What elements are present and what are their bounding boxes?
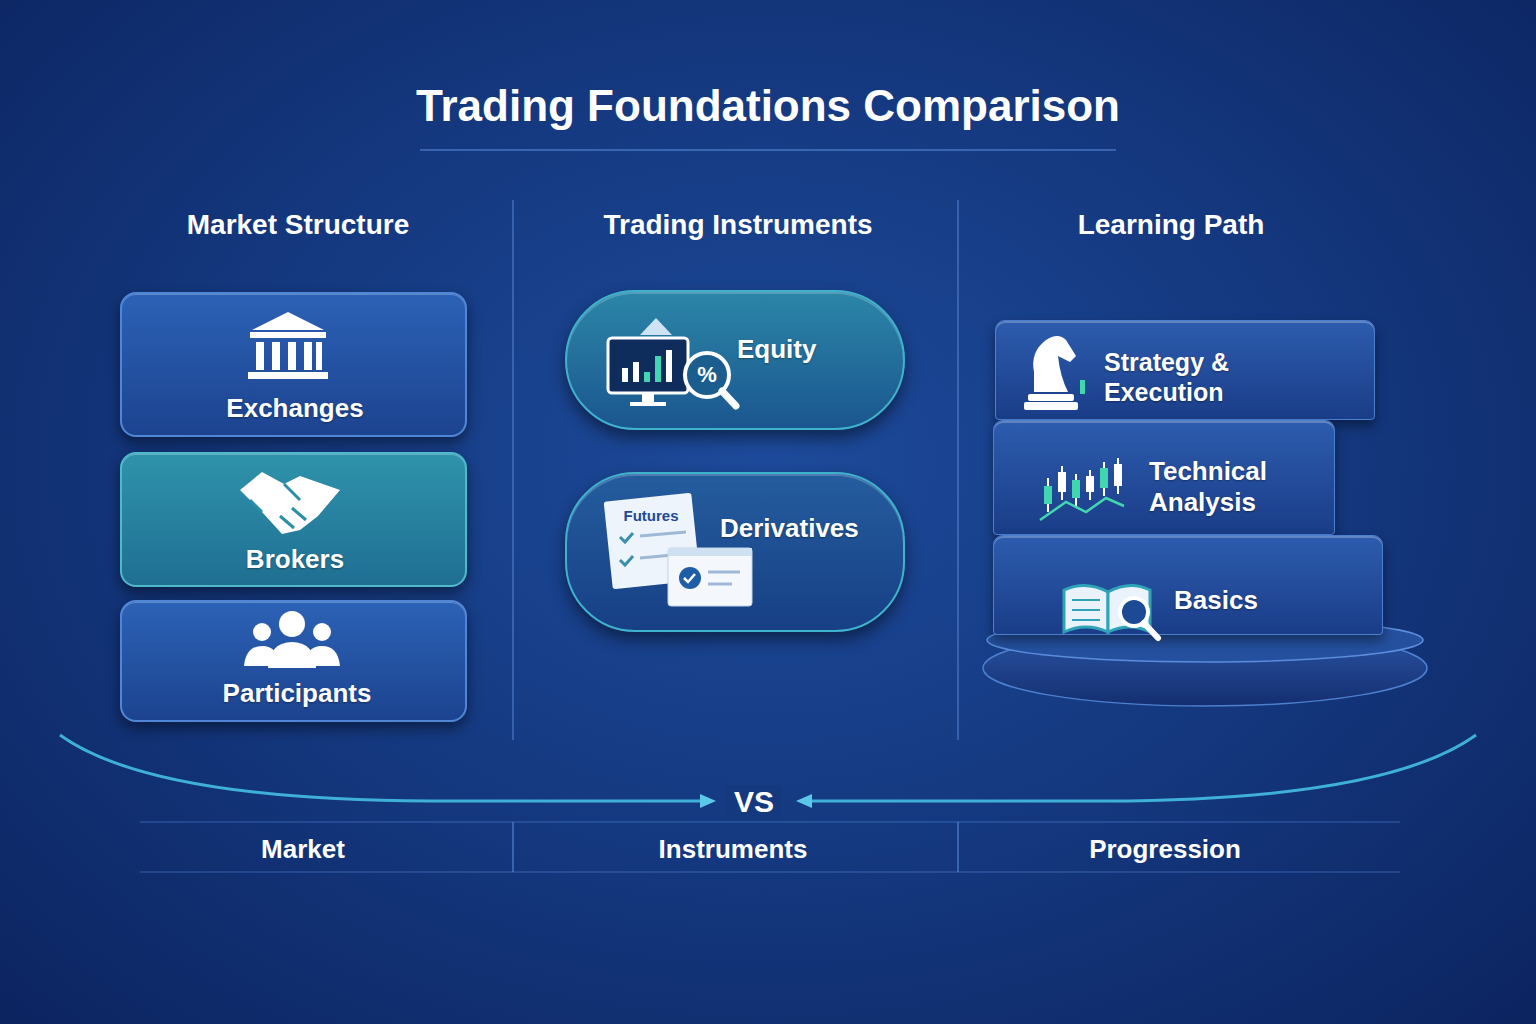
- column-header: Market Structure: [187, 209, 410, 241]
- footer-label: Market: [261, 834, 345, 865]
- knight-icon: [1024, 336, 1085, 410]
- people-icon: [244, 611, 340, 668]
- node-label: Derivatives: [720, 513, 859, 544]
- candlestick-icon: [1040, 458, 1124, 520]
- footer-label: Progression: [1089, 834, 1241, 865]
- node-label: Brokers: [246, 544, 344, 575]
- icon-text: Futures: [623, 507, 678, 524]
- node-label: Exchanges: [226, 393, 363, 424]
- handshake-icon: [240, 472, 340, 534]
- bank-icon: [248, 312, 328, 379]
- node-label: Participants: [223, 678, 372, 709]
- versus-label: VS: [726, 785, 782, 819]
- node-label: Technical Analysis: [1149, 456, 1319, 518]
- column-header: Trading Instruments: [603, 209, 872, 241]
- node-label: Strategy & Execution: [1104, 347, 1274, 407]
- title: Trading Foundations Comparison: [416, 81, 1120, 131]
- node-label: Basics: [1174, 585, 1258, 616]
- learning-step: Basics: [993, 535, 1383, 635]
- footer-label: Instruments: [659, 834, 808, 865]
- monitor-icon: [608, 318, 736, 406]
- percent-symbol: %: [697, 362, 717, 388]
- book-icon: [1064, 585, 1158, 638]
- node-label: Equity: [737, 334, 816, 365]
- column-header: Learning Path: [1078, 209, 1265, 241]
- contract-icon: [604, 493, 752, 606]
